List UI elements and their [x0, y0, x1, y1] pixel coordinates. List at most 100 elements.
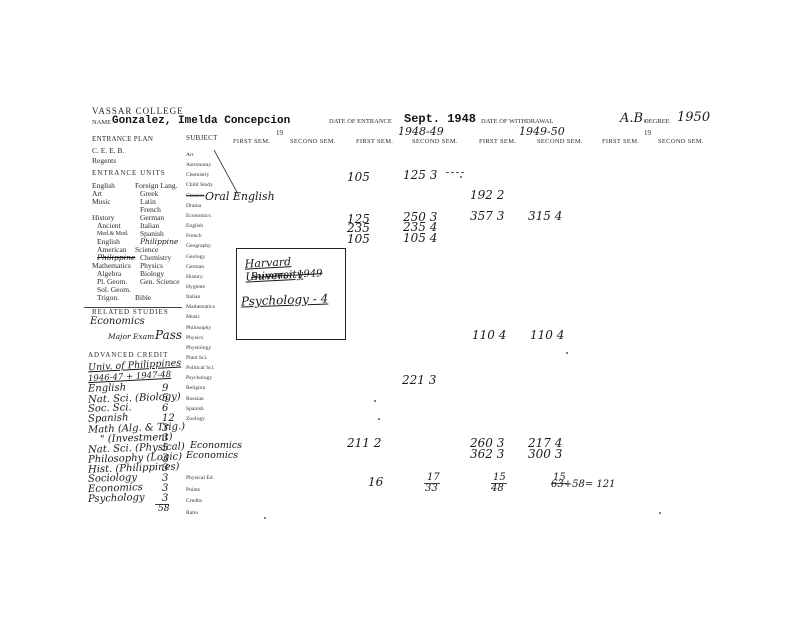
unit-physics: Physics	[140, 261, 163, 270]
related-economics: Economics	[90, 316, 145, 327]
pen-stroke	[213, 149, 239, 195]
subject-row: English	[186, 223, 204, 230]
unit-med-mod: Med.& Mod.	[97, 231, 129, 237]
scan-speck	[378, 418, 380, 420]
unit-foreign-lang: Foreign Lang.	[135, 181, 178, 190]
unit-chemistry: Chemistry	[140, 253, 172, 262]
ceeb-label: C. E. E. B.	[92, 146, 125, 155]
subject-row: Religion	[186, 385, 206, 392]
degree-year: 1950	[677, 110, 711, 125]
subject-row: Classics	[186, 192, 205, 199]
subject-row: Chemistry	[186, 172, 210, 179]
unit-german: German	[140, 213, 165, 222]
col-second-sem-3: SECOND SEM.	[537, 138, 583, 145]
unit-algebra: Algebra	[97, 269, 122, 278]
unit-trigon: Trigon.	[97, 293, 120, 302]
advanced-credit-value: 3	[162, 433, 169, 444]
subject-row: Music	[186, 314, 200, 321]
entrance-units-right: Foreign Lang. Greek Latin French German …	[135, 182, 180, 302]
points-rule-3	[551, 483, 567, 484]
subject-row: Physics	[186, 334, 204, 341]
chem-dash	[446, 172, 464, 174]
grade-pol-ss-4849: 221 3	[402, 373, 437, 387]
unit-english: English	[92, 181, 115, 190]
col-first-sem-4: FIRST SEM.	[602, 138, 640, 145]
unit-gen-science: Gen. Science	[140, 277, 180, 286]
major-exam-pass: Pass	[155, 328, 183, 342]
subject-row: Child Study	[186, 182, 213, 189]
subject-row: Philosophy	[186, 324, 212, 331]
advanced-credit-value: 3	[162, 453, 169, 464]
advanced-total: 58	[158, 504, 170, 514]
subject-row: Drama	[186, 202, 202, 209]
date-entrance: Sept. 1948	[404, 112, 477, 126]
subject-row: Ratio	[186, 509, 199, 516]
major-exam-label: Major Exam	[108, 332, 155, 341]
advanced-credit-value: 3	[162, 463, 169, 474]
subject-row: French	[186, 233, 202, 240]
entrance-units-label: ENTRANCE UNITS	[92, 169, 166, 177]
subject-row: Mathematics	[186, 304, 215, 311]
advanced-credit-value: 5	[162, 443, 169, 454]
scan-speck	[659, 512, 661, 514]
points-rule-1	[424, 483, 440, 484]
advanced-credit-label: ADVANCED CREDIT	[88, 351, 169, 359]
scan-speck	[460, 176, 462, 178]
col-second-sem-2: SECOND SEM.	[412, 138, 458, 145]
subject-row: Plant Sci.	[186, 355, 208, 361]
advanced-credit-value: 3	[162, 493, 169, 504]
grade-chem-fs-4849: 105	[347, 170, 370, 184]
unit-french: French	[140, 205, 161, 214]
unit-biology: Biology	[140, 269, 165, 278]
entrance-units-left: English Art Music History Ancient Med.& …	[92, 182, 135, 302]
advanced-credit-value: 6	[162, 403, 169, 414]
hw-economics-a: Economics	[190, 440, 243, 451]
stamp-summer: Summer 1949	[250, 268, 323, 283]
subject-row: Hygiene	[186, 283, 205, 290]
advanced-total-rule	[155, 504, 169, 505]
col-first-sem-1: FIRST SEM.	[233, 138, 271, 145]
year-1948-49: 1948-49	[398, 125, 444, 138]
unit-ancient: Ancient	[97, 221, 121, 230]
unit-english-hist: English	[97, 237, 120, 246]
grade-econA-ss-4950: 217 4	[528, 436, 563, 450]
related-rule	[84, 307, 182, 308]
advanced-credit-subject: Psychology	[87, 492, 145, 505]
unit-latin: Latin	[140, 197, 156, 206]
unit-music: Music	[92, 197, 111, 206]
unit-american: American	[97, 245, 127, 254]
grade-zoo-fs-4849: 211 2	[347, 436, 382, 450]
unit-italian: Italian	[140, 221, 160, 230]
unit-bible: Bible	[135, 293, 152, 302]
subject-row: Economics	[186, 212, 211, 219]
date-withdrawal-label: DATE OF WITHDRAWAL	[481, 118, 554, 125]
grade-econ-fs-4950: 357 3	[470, 209, 505, 223]
hw-economics-b: Economics	[186, 450, 239, 461]
grade-fr-ss-4849: 105 4	[403, 231, 438, 245]
col-first-sem-2: FIRST SEM.	[356, 138, 394, 145]
pe-ss-4849: 17	[427, 472, 440, 483]
unit-philippine-hist: Philippine	[97, 253, 136, 262]
subject-row: Physical Ed.	[186, 475, 214, 481]
subject-row: Russian	[186, 395, 204, 402]
year-19-a: 19	[276, 129, 283, 137]
grade-eng-fs-4849: 235	[347, 221, 370, 235]
advanced-credit-value: 9	[162, 383, 169, 394]
regents-label: Regents	[92, 156, 117, 165]
advanced-credit-value: 12	[162, 413, 175, 424]
grade-chem-ss-4849: 125 3	[403, 168, 438, 182]
grade-phil-ss-4950: 110 4	[530, 328, 565, 342]
advanced-credit-value: 3	[162, 423, 169, 434]
points-ss-4950: 63+58= 121	[551, 479, 616, 490]
subject-row: Psychology	[186, 375, 213, 382]
grade-eng-ss-4849: 235 4	[403, 220, 438, 234]
pe-fs-4849: 16	[368, 475, 384, 489]
unit-sol-geom: Sol. Geom.	[97, 285, 131, 294]
degree-label: DEGREE	[644, 118, 670, 125]
subject-row: Physiology	[186, 344, 212, 351]
grade-econB-fs-4950: 362 3	[470, 447, 505, 461]
subject-row: Italian	[186, 294, 201, 301]
degree-value: A.B.	[620, 111, 648, 126]
date-entrance-label: DATE OF ENTRANCE	[329, 118, 392, 125]
col-first-sem-3: FIRST SEM.	[479, 138, 517, 145]
